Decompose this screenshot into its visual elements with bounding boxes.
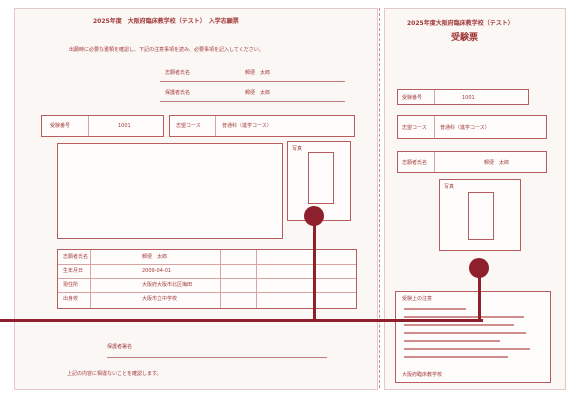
guardian-name-value: 郵便 太郎 [245, 90, 271, 96]
form-title: 2025年度 大阪府臨床教学校（テスト） 入学志願票 [93, 18, 239, 25]
ticket-photo-frame [468, 192, 494, 240]
applicant-name-value: 郵便 太郎 [245, 70, 271, 76]
admission-ticket: 2025年度大阪府臨床教学校（テスト） 受験票 受験番号 1001 志望コース … [384, 8, 566, 390]
info-value-1: 郵便 太郎 [142, 254, 168, 260]
ticket-name-box: 志願者氏名 郵便 太郎 [397, 151, 547, 173]
applicant-name-line [160, 81, 345, 82]
ticket-title: 2025年度大阪府臨床教学校（テスト） [407, 20, 514, 27]
ticket-exam-number-box: 受験番号 1001 [397, 89, 529, 105]
ticket-exam-number-label: 受験番号 [402, 95, 423, 101]
info-table: 志願者氏名 郵便 太郎 生年月日 2009-04-01 現住所 大阪府大阪市北区… [57, 249, 357, 309]
photo-area-large [57, 143, 283, 239]
form-instruction: 出願時に必要な書類を確認し、下記の注意事項を読み、必要事項を記入してください。 [69, 47, 264, 53]
info-label-3: 現住所 [63, 282, 79, 288]
photo-label: 写真 [292, 146, 303, 152]
ticket-exam-number-value: 1001 [462, 95, 475, 101]
exam-number-box: 受験番号 1001 [41, 115, 164, 137]
course-value: 普通科（進学コース） [222, 123, 272, 129]
applicant-name-label: 志願者氏名 [165, 70, 191, 76]
info-label-2: 生年月日 [63, 268, 84, 274]
info-value-2: 2009-04-01 [142, 268, 172, 274]
info-label-4: 出身校 [63, 296, 79, 302]
ticket-photo-label: 写真 [444, 184, 455, 190]
leader-line-form-vertical [313, 214, 316, 320]
exam-number-label: 受験番号 [50, 123, 71, 129]
ticket-notes-box: 受験上の注意 大阪府臨床教学校 [395, 291, 551, 383]
signature-line [107, 357, 327, 358]
guardian-name-line [160, 101, 345, 102]
ticket-name-label: 志願者氏名 [402, 160, 428, 166]
footer-note: 上記の内容に相違ないことを確認します。 [67, 371, 162, 377]
course-box: 志望コース 普通科（進学コース） [169, 115, 355, 137]
ticket-photo-pointer-dot [469, 258, 489, 278]
exam-number-value: 1001 [118, 123, 131, 129]
ticket-name-value: 郵便 太郎 [484, 160, 510, 166]
photo-frame [308, 152, 334, 204]
ticket-course-value: 普通科（進学コース） [440, 125, 490, 131]
course-label: 志望コース [176, 123, 201, 129]
signature-label: 保護者署名 [107, 344, 133, 350]
info-label-1: 志願者氏名 [63, 254, 89, 260]
info-value-3: 大阪府大阪市北区梅田 [142, 282, 193, 288]
ticket-course-box: 志望コース 普通科（進学コース） [397, 115, 547, 139]
ticket-heading: 受験票 [451, 33, 479, 43]
ticket-course-label: 志望コース [402, 125, 427, 131]
perforation-line [379, 8, 380, 388]
ticket-photo-box: 写真 [439, 179, 521, 251]
photo-pointer-dot [304, 206, 324, 226]
ticket-notes-signature: 大阪府臨床教学校 [402, 372, 443, 378]
leader-line-ticket-vertical [478, 266, 481, 322]
info-value-4: 大阪市立中学校 [142, 296, 178, 302]
ticket-notes-title: 受験上の注意 [402, 296, 433, 302]
leader-line-horizontal [0, 319, 483, 322]
guardian-name-label: 保護者氏名 [165, 90, 191, 96]
application-form: 2025年度 大阪府臨床教学校（テスト） 入学志願票 出願時に必要な書類を確認し… [14, 8, 378, 390]
